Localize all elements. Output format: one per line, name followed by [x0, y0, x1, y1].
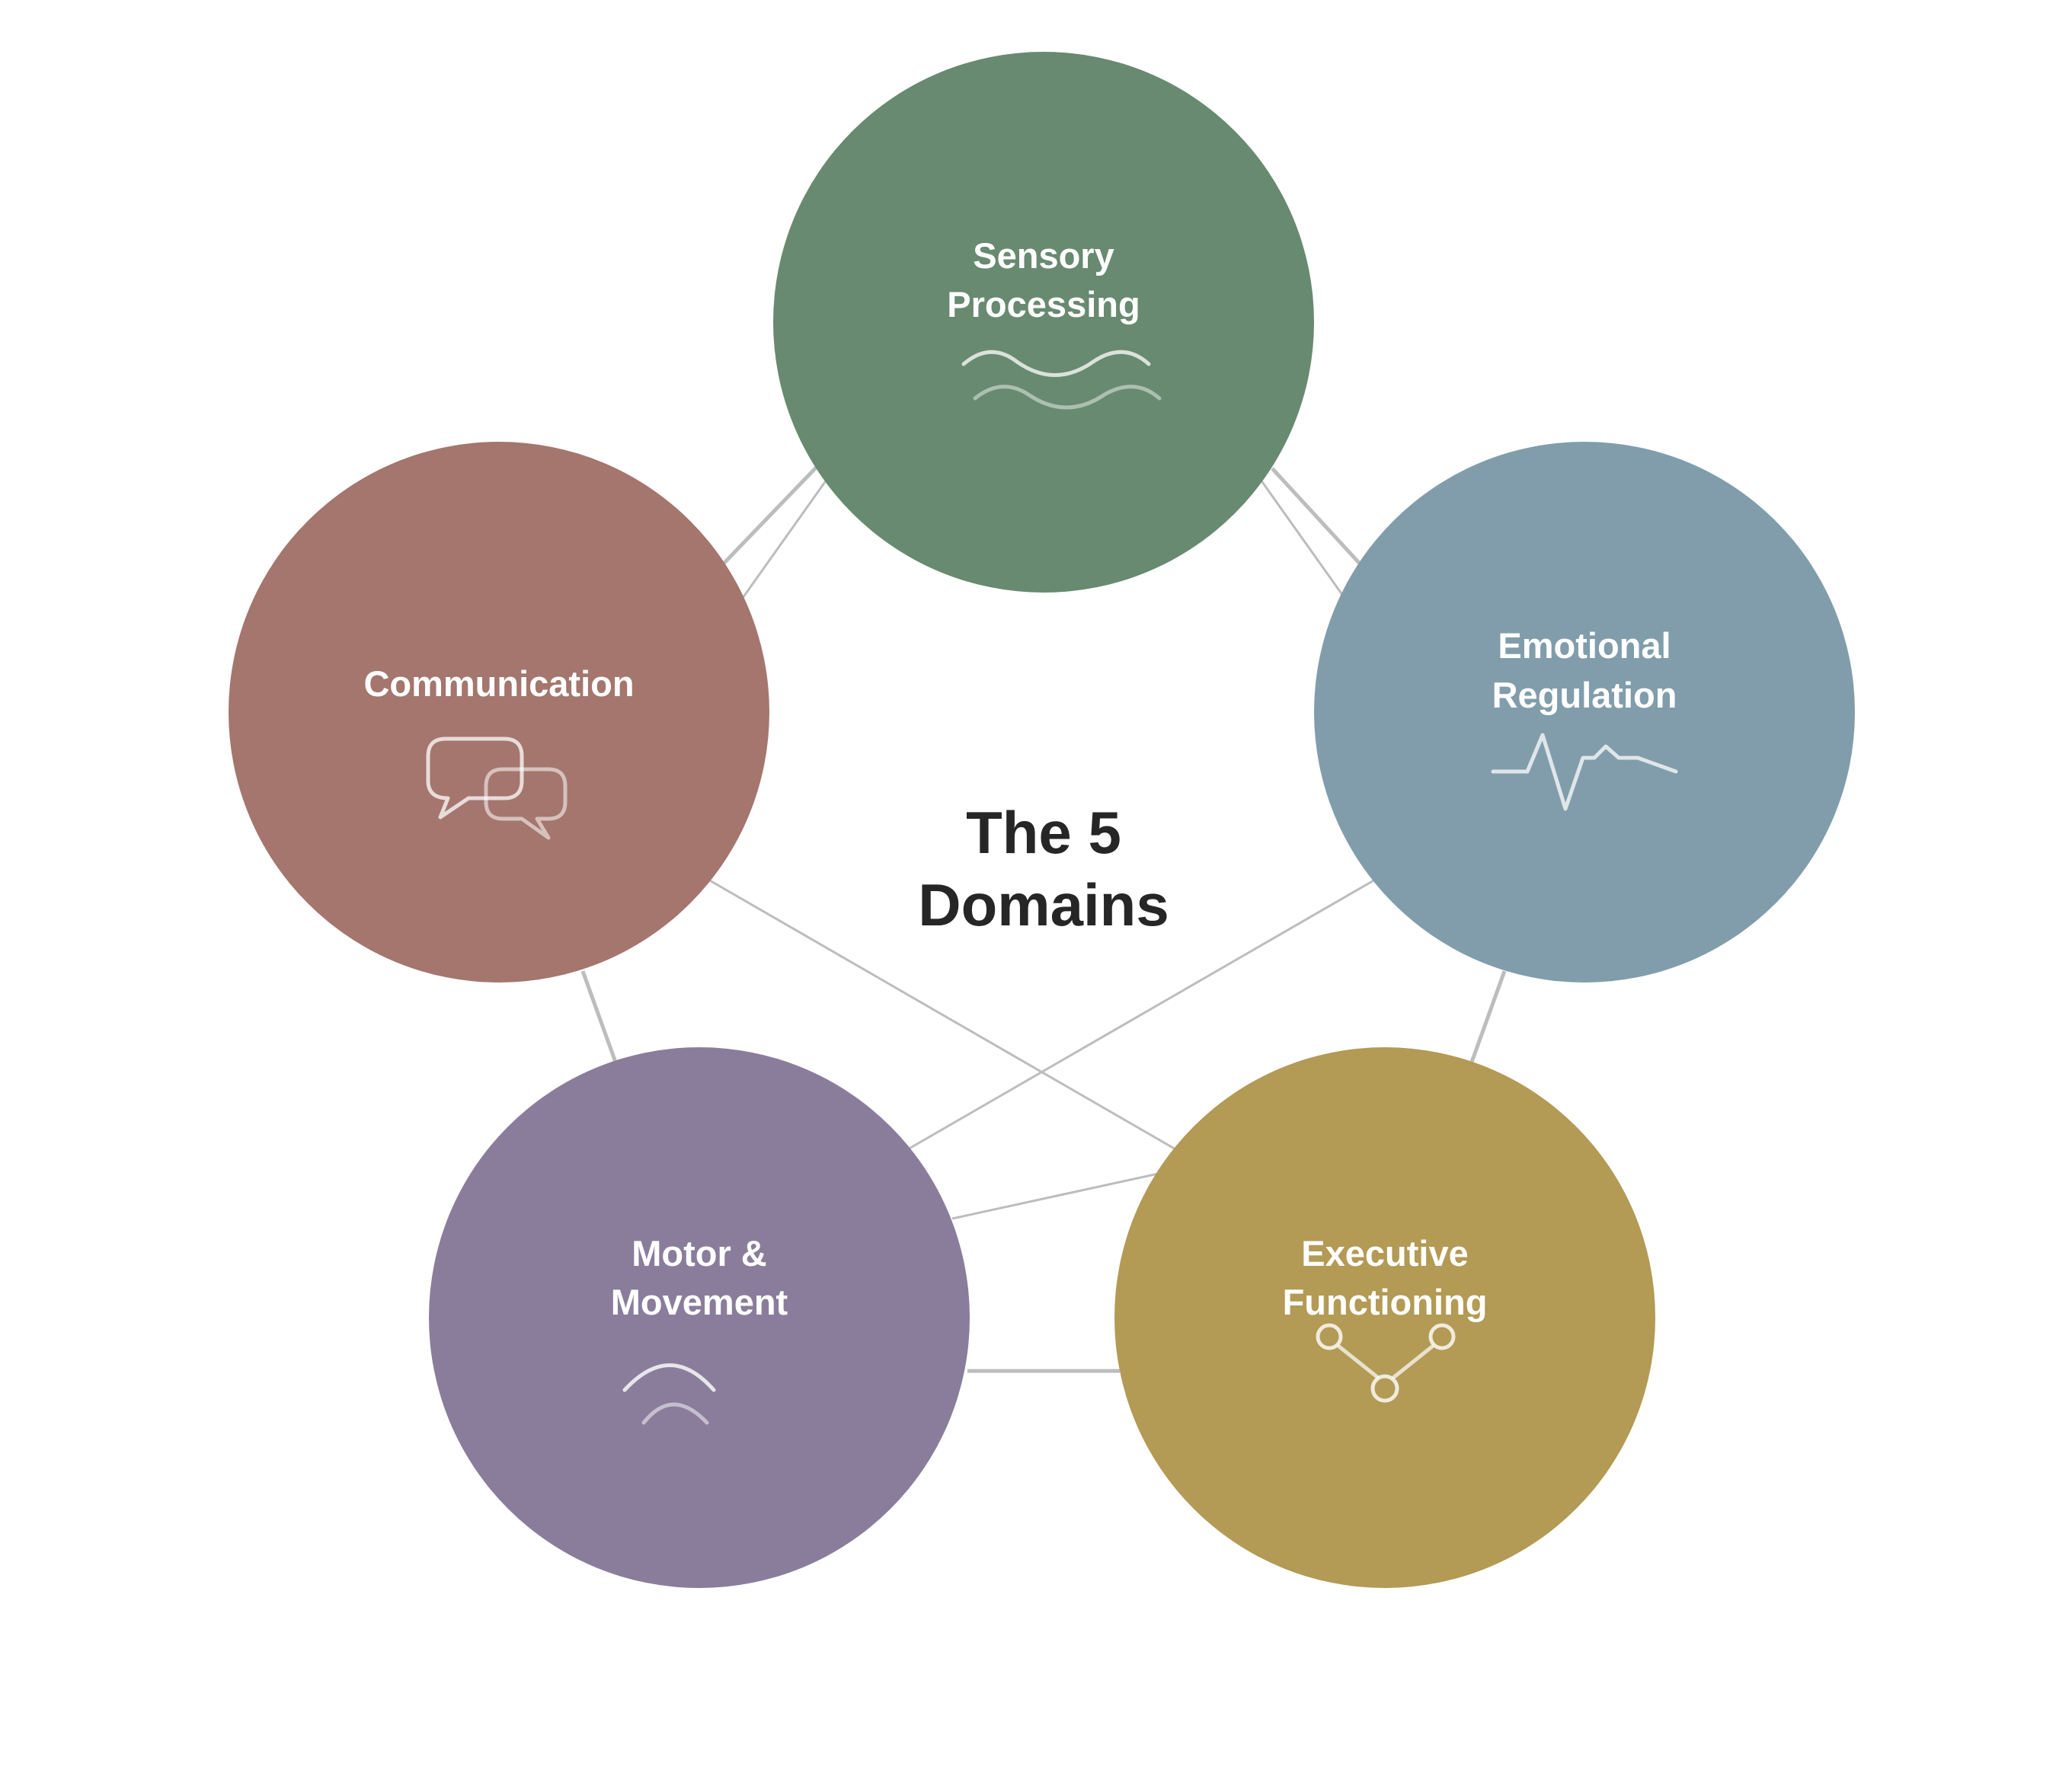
wave-icon [961, 350, 1162, 410]
domain-motor-circle [429, 1047, 970, 1588]
domain-motor-label-line1: Motor & [632, 1233, 767, 1273]
domain-communication-circle [229, 442, 769, 983]
domain-sensory-circle [773, 52, 1314, 593]
domain-emotional-circle [1314, 442, 1855, 983]
heartbeat-icon [1491, 733, 1678, 811]
connector-sensory-communication [718, 463, 820, 569]
connector-emotional-motor [906, 878, 1376, 1152]
connector-sensory-emotional [1271, 467, 1361, 565]
domain-emotional-label-line1: Emotional [1498, 625, 1671, 666]
domain-sensory-label-line2: Processing [947, 284, 1140, 324]
center-title-line2: Domains [918, 871, 1169, 938]
center-title-line1: The 5 [966, 799, 1121, 866]
domain-executive-label-line1: Executive [1301, 1233, 1468, 1273]
domain-executive-label-line2: Functioning [1283, 1282, 1488, 1322]
connector-sensory-communication-inner [741, 479, 828, 599]
arc-motion-icon [622, 1363, 716, 1425]
connector-lines [580, 463, 1507, 1373]
domain-sensory-label-line1: Sensory [973, 235, 1114, 276]
connector-emotional-executive [1468, 970, 1507, 1067]
domain-sensory-processing[interactable]: Sensory Processing [773, 52, 1314, 593]
connector-communication-executive [708, 878, 1178, 1152]
domain-executive-functioning[interactable]: Executive Functioning [1114, 1047, 1655, 1588]
domain-emotional-label-line2: Regulation [1492, 675, 1677, 715]
connector-motor-executive-upper [951, 1171, 1162, 1220]
domain-communication-label: Communication [363, 663, 634, 704]
domain-motor-label-line2: Movement [611, 1282, 788, 1322]
connector-communication-motor [580, 970, 619, 1067]
branch-nodes-icon [1316, 1323, 1456, 1403]
center-title: The 5 Domains [918, 799, 1169, 938]
domain-communication[interactable]: Communication [229, 442, 769, 983]
speech-bubbles-icon [426, 737, 568, 840]
domain-executive-circle [1114, 1047, 1655, 1588]
domain-emotional-regulation[interactable]: Emotional Regulation [1314, 442, 1855, 983]
connector-sensory-emotional-inner [1259, 479, 1346, 599]
domain-motor-movement[interactable]: Motor & Movement [429, 1047, 970, 1588]
